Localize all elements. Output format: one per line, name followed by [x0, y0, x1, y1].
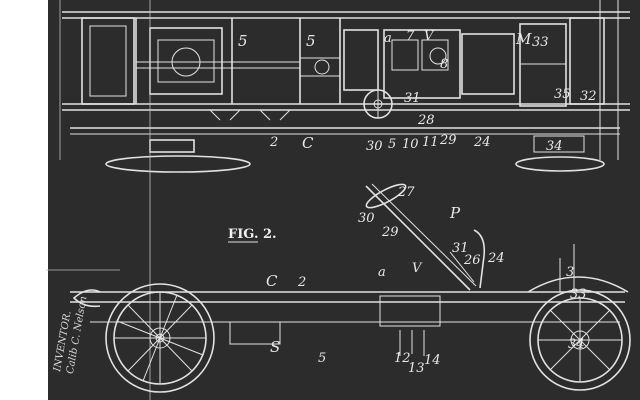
ref-label: a — [384, 31, 392, 46]
side-view-labels: 27 30 P 29 31 26 V 24 a C 2 3 33 S 5 34 … — [266, 185, 587, 376]
ref-label: 24 — [487, 251, 505, 266]
ref-label: M — [515, 30, 532, 48]
ref-label: V — [412, 261, 423, 276]
ref-label: 5 — [318, 351, 326, 366]
ref-label: 31 — [452, 241, 469, 256]
ref-label: 30 — [366, 139, 383, 154]
ref-label: 33 — [532, 35, 549, 50]
ref-label: 29 — [381, 225, 399, 240]
ref-label: 28 — [417, 113, 435, 128]
ref-label: 2 — [297, 275, 306, 290]
ref-label: 24 — [473, 135, 491, 150]
plan-view-chassis — [59, 0, 630, 400]
ref-label: C — [302, 134, 314, 152]
ref-label: 35 — [554, 87, 571, 102]
ref-label: 27 — [397, 185, 415, 200]
ref-label: 13 — [408, 361, 425, 376]
ref-label: S — [270, 338, 280, 356]
ref-label: 34 — [568, 337, 585, 352]
ref-label: 33 — [570, 287, 587, 302]
ref-label: 29 — [439, 133, 457, 148]
ref-label: 5 — [238, 32, 248, 50]
ref-label: 3 — [566, 265, 574, 280]
ref-label: a — [378, 265, 386, 280]
ref-label: 8 — [440, 57, 448, 72]
ref-label: P — [449, 204, 461, 222]
plan-view-labels: 5 5 a 7 V M 33 8 35 32 2 C 30 5 10 11 29… — [238, 29, 597, 154]
ref-label: 14 — [424, 353, 441, 368]
ref-label: 2 — [269, 135, 278, 150]
ref-label: 32 — [580, 89, 597, 104]
ref-label: 30 — [358, 211, 375, 226]
ref-label: 31 — [404, 91, 421, 106]
ref-label: 5 — [306, 32, 316, 50]
ref-label: 5 — [388, 137, 396, 152]
ref-label: V — [424, 29, 435, 44]
side-view-chassis — [46, 183, 631, 393]
figure-label: FIG. 2. — [228, 227, 277, 242]
ref-label: 34 — [546, 139, 563, 154]
ref-label: C — [266, 272, 278, 290]
ref-label: 26 — [463, 253, 481, 268]
ref-label: 12 — [394, 351, 411, 366]
ref-label: 7 — [406, 29, 415, 44]
ref-label: 11 — [422, 135, 439, 150]
ref-label: 10 — [402, 137, 419, 152]
